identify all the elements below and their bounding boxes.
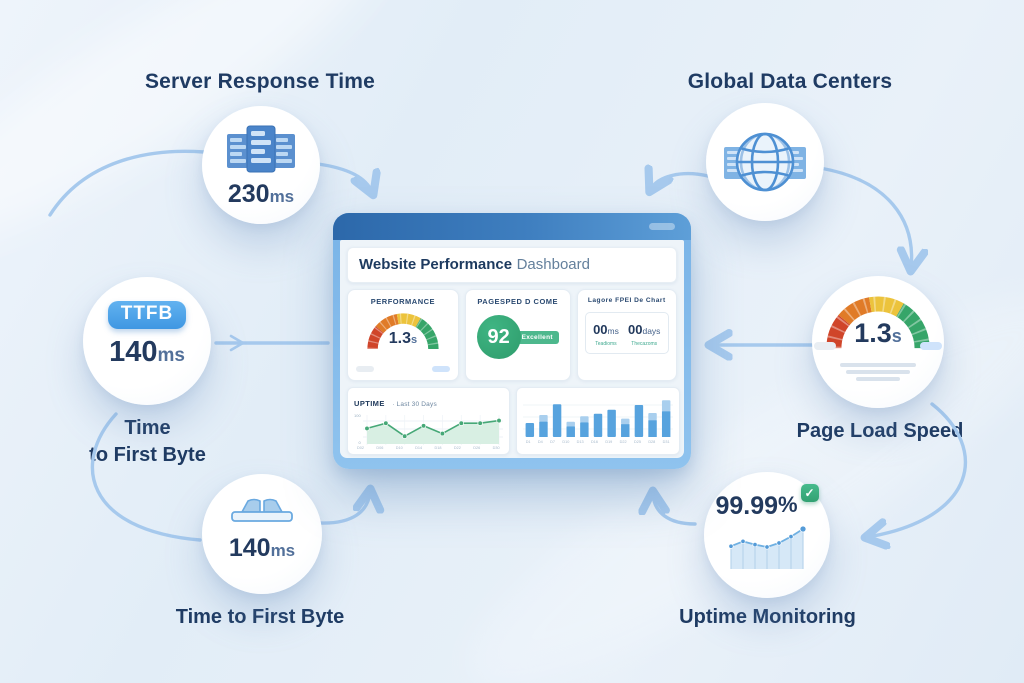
gauge-skeleton-lines bbox=[812, 360, 944, 381]
arrow-globe-to-dashboard bbox=[651, 174, 710, 189]
server-response-title: Server Response Time bbox=[144, 70, 376, 93]
axis-tick: D4 bbox=[537, 440, 543, 444]
server-response-node: 230ms bbox=[202, 106, 320, 224]
arrow-globe-to-pageload bbox=[818, 166, 912, 268]
axis-tick: D22 bbox=[619, 440, 627, 444]
performance-gauge-value: 1.3s bbox=[388, 330, 418, 347]
ttfb-bottom-value: 140ms bbox=[228, 534, 296, 562]
gauge-min-pill bbox=[814, 342, 836, 350]
pagespeed-badge: Excellent bbox=[515, 330, 559, 344]
dashboard-title-card: Website Performance Dashboard bbox=[347, 247, 677, 283]
arrow-server-to-dashboard bbox=[316, 162, 372, 192]
server-rack-icon bbox=[227, 125, 295, 173]
ttfb-node: TTFB 140ms bbox=[83, 277, 211, 405]
pagespeed-card: PAGESPED D COME 92 Excellent bbox=[464, 289, 571, 381]
axis-tick: D16 bbox=[591, 440, 598, 444]
axis-tick: D7 bbox=[550, 440, 555, 444]
uptime-caption: Uptime Monitoring bbox=[679, 606, 856, 628]
arrow-uptime-to-dashboard bbox=[653, 494, 697, 526]
axis-tick: D30 bbox=[492, 446, 500, 450]
uptime-x-axis: D02 D06 D10 D14 D18 D22 D26 D30 bbox=[354, 446, 503, 450]
uptime-spark-chart bbox=[728, 525, 807, 569]
bar-x-axis: D1 D4 D7 D10 D13 D16 D19 D22 D25 D28 D31 bbox=[523, 440, 673, 444]
axis-tick: D13 bbox=[576, 440, 584, 444]
global-datacenters-node bbox=[706, 103, 824, 221]
axis-tick: D22 bbox=[453, 446, 461, 450]
axis-tick: D25 bbox=[633, 440, 641, 444]
performance-gauge-icon bbox=[367, 313, 439, 350]
metric-2: 00days Thecazoms bbox=[628, 322, 661, 347]
axis-tick: D1 bbox=[525, 440, 531, 444]
keyboard-icon bbox=[231, 498, 293, 522]
titlebar-pill bbox=[649, 223, 675, 230]
axis-tick: D19 bbox=[605, 440, 613, 444]
performance-min-pill bbox=[356, 366, 374, 372]
axis-tick: D10 bbox=[395, 446, 403, 450]
performance-max-pill bbox=[431, 366, 450, 372]
uptime-y-axis: 100 0 bbox=[354, 413, 361, 445]
uptime-line-chart bbox=[362, 415, 503, 445]
metric-cards-row: PERFORMANCE 1.3s bbox=[347, 289, 677, 381]
dashboard-body: Website Performance Dashboard PERFORMANC… bbox=[340, 240, 684, 458]
globe-icon bbox=[724, 132, 806, 192]
axis-tick: D06 bbox=[376, 446, 384, 450]
performance-card: PERFORMANCE 1.3s bbox=[347, 289, 459, 381]
page-load-gauge-value: 1.3s bbox=[854, 318, 902, 348]
arrow-pageload-to-uptime bbox=[868, 402, 968, 537]
page-load-node: 1.3s bbox=[812, 276, 944, 408]
uptime-value-row: 99.99% ✓ bbox=[715, 484, 819, 521]
arrow-ttfb-chevron bbox=[229, 334, 246, 352]
page-load-caption: Page Load Speed bbox=[796, 420, 964, 442]
curve-left-to-server bbox=[48, 149, 206, 217]
axis-tick: D26 bbox=[473, 446, 481, 450]
check-icon: ✓ bbox=[800, 484, 819, 502]
metric-1: 00ms Teadioms bbox=[593, 322, 619, 347]
loadtime-card: Lagore FPEI De Chart 00ms Teadioms 00day… bbox=[576, 289, 677, 381]
axis-tick: D28 bbox=[648, 440, 656, 444]
gauge-max-pill bbox=[920, 342, 942, 350]
arrow-bottomleft-to-dashboard bbox=[318, 492, 370, 525]
axis-tick: D14 bbox=[415, 446, 423, 450]
ttfb-caption: Time to First Byte bbox=[89, 417, 206, 466]
axis-tick: D10 bbox=[562, 440, 570, 444]
loadtime-metrics: 00ms Teadioms 00days Thecazoms bbox=[584, 312, 669, 354]
server-response-value: 230ms bbox=[227, 180, 295, 208]
ttfb-bottom-caption: Time to First Byte bbox=[175, 606, 345, 628]
ttfb-value: 140ms bbox=[109, 336, 185, 368]
axis-tick: D31 bbox=[662, 440, 670, 444]
dashboard-title: Website Performance bbox=[359, 256, 513, 273]
uptime-node: 99.99% ✓ bbox=[704, 472, 830, 598]
dashboard-frame: Website Performance Dashboard PERFORMANC… bbox=[333, 213, 691, 469]
dashboard-titlebar bbox=[333, 213, 691, 240]
pagespeed-score: 92 bbox=[476, 315, 521, 359]
axis-tick: D02 bbox=[357, 446, 364, 450]
ttfb-badge: TTFB bbox=[107, 301, 187, 329]
ttfb-bottom-node: 140ms bbox=[202, 474, 322, 594]
axis-tick: D18 bbox=[434, 446, 442, 450]
global-datacenters-title: Global Data Centers bbox=[687, 70, 893, 93]
bar-chart-card: D1 D4 D7 D10 D13 D16 D19 D22 D25 D28 D31 bbox=[515, 387, 680, 455]
curve-ttfb-to-bottom bbox=[90, 412, 202, 542]
traffic-bar-chart bbox=[522, 400, 673, 437]
